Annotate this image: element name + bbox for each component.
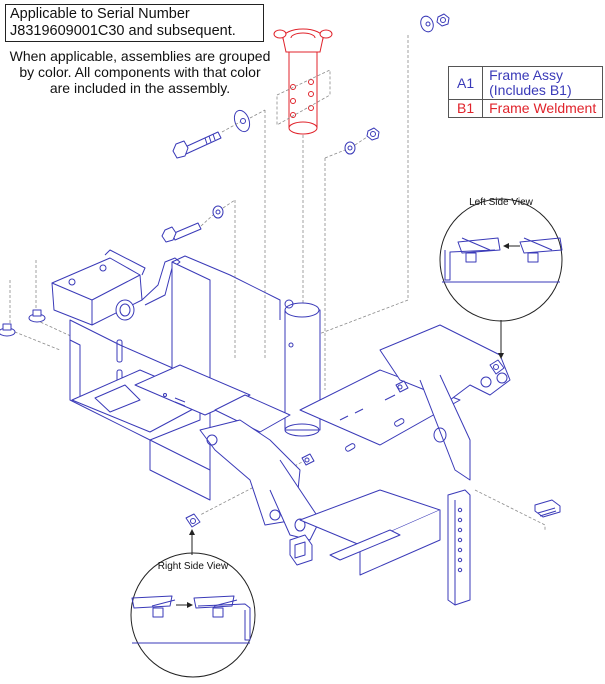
left-side-view-detail: Left Side View: [439, 197, 563, 322]
legend-desc-a1: Frame Assy (Includes B1): [482, 66, 604, 100]
legend-row-b1: B1 Frame Weldment: [447, 99, 604, 118]
note-line2: by color. All components with that color: [19, 64, 261, 80]
legend-row-a1: A1 Frame Assy (Includes B1): [447, 66, 604, 100]
main-frame: [69, 255, 511, 606]
serial-number-note: Applicable to Serial Number J8319609001C…: [5, 4, 264, 42]
serial-note-line2: J8319609001C30 and subsequent.: [10, 23, 236, 39]
grommets: [0, 309, 46, 337]
frame-weldment-tube: [273, 28, 333, 135]
right-side-view-detail: Right Side View: [130, 552, 256, 678]
note-line3: are included in the assembly.: [49, 80, 231, 96]
exploded-clip-right: [185, 513, 201, 555]
exploded-clip-left: [489, 320, 505, 375]
note-line1: When applicable, assemblies are grouped: [9, 48, 271, 64]
top-washer-nut: [420, 13, 450, 33]
legend-desc-b1: Frame Weldment: [482, 99, 604, 118]
short-bolt: [161, 199, 236, 243]
right-side-view-label: Right Side View: [158, 561, 229, 572]
legend-desc-a1-line1: Frame Assy: [489, 67, 564, 83]
long-bolt: [172, 109, 266, 159]
battery-tray-bracket: [51, 249, 181, 326]
left-side-view-label: Left Side View: [469, 197, 534, 208]
color-grouping-note: When applicable, assemblies are grouped …: [2, 48, 278, 96]
assembly-legend: A1 Frame Assy (Includes B1) B1 Frame Wel…: [447, 66, 604, 118]
mid-washer-nut: [324, 127, 380, 159]
serial-note-line1: Applicable to Serial Number: [10, 6, 190, 22]
legend-desc-a1-line2: (Includes B1): [489, 82, 572, 98]
legend-code-b1: B1: [447, 99, 484, 118]
square-end-cap: [534, 499, 561, 518]
